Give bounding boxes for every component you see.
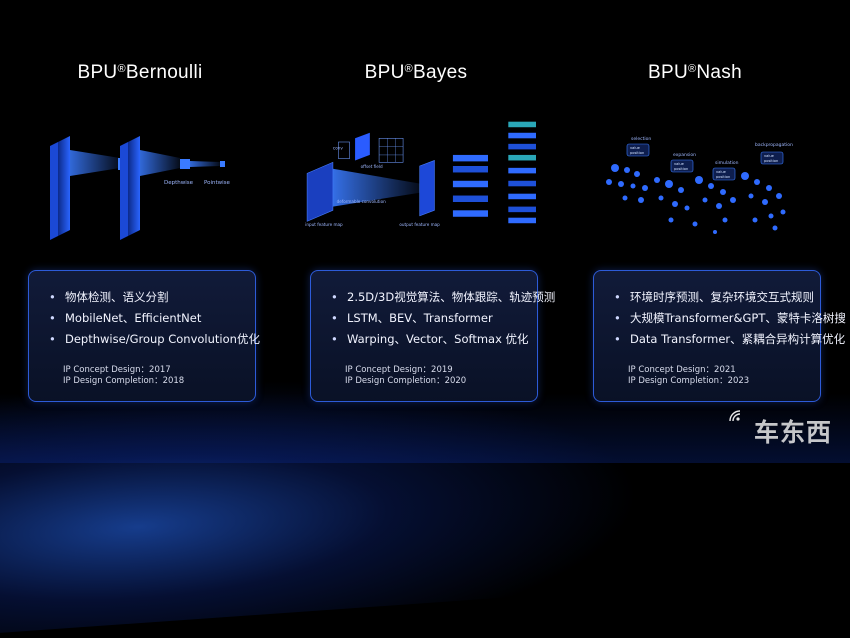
concept-date: IP Concept Design：2021 <box>628 365 736 375</box>
feature-item: Data Transformer、紧耦合异构计算优化 <box>614 329 845 350</box>
input-slab-1 <box>58 136 70 236</box>
label-depthwise: Depthwise <box>164 180 194 186</box>
bernoulli-card: 物体检测、语义分割 MobileNet、EfficientNet Depthwi… <box>28 270 260 402</box>
column-title: BPU®Nash <box>575 62 815 84</box>
feature-list: 环境时序预测、复杂环境交互式规则 大规模Transformer&GPT、蒙特卡洛… <box>594 271 846 350</box>
title-prefix: BPU <box>364 62 405 83</box>
title-name: Nash <box>696 62 742 83</box>
design-dates: IP Concept Design：2021 IP Design Complet… <box>628 365 749 387</box>
column-title: BPU®Bayes <box>296 62 536 84</box>
projection-beam-3 <box>190 161 220 167</box>
feature-item: Depthwise/Group Convolution优化 <box>49 329 260 350</box>
label-input-map: input feature map <box>305 222 343 227</box>
concept-date: IP Concept Design：2017 <box>63 365 171 375</box>
column-title: BPU®Bernoulli <box>20 62 260 84</box>
input-slab-1-side <box>50 142 58 240</box>
projection-beam-2 <box>140 150 180 176</box>
registered-mark: ® <box>688 63 697 75</box>
svg-text:position: position <box>630 151 644 155</box>
svg-text:position: position <box>674 167 688 171</box>
bayes-card: 2.5D/3D视觉算法、物体跟踪、轨迹预测 LSTM、BEV、Transform… <box>310 270 555 402</box>
watermark-logo: 车东西 <box>753 418 832 447</box>
feature-list: 物体检测、语义分割 MobileNet、EfficientNet Depthwi… <box>29 271 260 350</box>
label-offset-field: offset field <box>361 164 383 169</box>
label-deformable: deformable convolution <box>337 199 387 204</box>
design-dates: IP Concept Design：2017 IP Design Complet… <box>63 365 184 387</box>
offset-field-slab <box>355 132 370 161</box>
label-output-map: output feature map <box>399 222 440 227</box>
nash-card: 环境时序预测、复杂环境交互式规则 大规模Transformer&GPT、蒙特卡洛… <box>593 270 846 402</box>
label-pointwise: Pointwise <box>204 180 231 186</box>
signal-icon <box>729 410 741 422</box>
transformer-stack-right <box>508 121 536 224</box>
output-feature-map <box>419 160 435 217</box>
feature-item: LSTM、BEV、Transformer <box>331 308 537 329</box>
label-expansion: expansion <box>673 152 696 158</box>
bayes-diagram: conv offset field deformable convolution… <box>305 121 536 227</box>
offset-grid <box>378 138 404 163</box>
pointwise-block <box>220 161 225 167</box>
feature-item: 大规模Transformer&GPT、蒙特卡洛树搜 <box>614 308 846 329</box>
registered-mark: ® <box>404 63 414 75</box>
label-selection: selection <box>631 136 651 142</box>
title-name: Bayes <box>413 62 468 83</box>
svg-text:position: position <box>716 175 730 179</box>
title-name: Bernoulli <box>125 62 203 83</box>
svg-text:value: value <box>716 170 727 174</box>
depthwise-block <box>180 159 190 169</box>
registered-mark: ® <box>117 63 126 75</box>
projection-beam-1 <box>70 150 120 176</box>
label-simulation: simulation <box>715 160 739 166</box>
title-prefix: BPU <box>77 62 118 83</box>
feature-item: 环境时序预测、复杂环境交互式规则 <box>614 287 820 308</box>
input-slab-2 <box>128 136 140 236</box>
svg-text:value: value <box>674 162 685 166</box>
title-prefix: BPU <box>648 62 688 83</box>
input-feature-map <box>306 161 334 222</box>
completion-date: IP Design Completion：2018 <box>63 376 185 386</box>
completion-date: IP Design Completion：2020 <box>345 376 467 386</box>
transformer-stack-left <box>452 154 488 217</box>
completion-date: IP Design Completion：2023 <box>628 376 750 386</box>
feature-item: 物体检测、语义分割 <box>49 287 255 308</box>
tree-nodes <box>606 164 786 234</box>
feature-item: 2.5D/3D视觉算法、物体跟踪、轨迹预测 <box>331 287 555 308</box>
input-slab-2-side <box>120 142 128 240</box>
svg-text:value: value <box>764 154 775 158</box>
design-dates: IP Concept Design：2019 IP Design Complet… <box>345 365 466 387</box>
svg-text:value: value <box>630 146 641 150</box>
feature-list: 2.5D/3D视觉算法、物体跟踪、轨迹预测 LSTM、BEV、Transform… <box>311 271 555 350</box>
bernoulli-diagram: Depthwise Pointwise <box>50 136 231 240</box>
label-conv: conv <box>333 145 343 150</box>
conv-beam <box>332 168 426 207</box>
background-glow-bottom <box>0 393 850 463</box>
label-backpropagation: backpropagation <box>755 142 793 148</box>
value-boxes <box>626 143 784 181</box>
concept-date: IP Concept Design：2019 <box>345 365 453 375</box>
conv-box <box>338 141 350 159</box>
feature-item: Warping、Vector、Softmax 优化 <box>331 329 537 350</box>
svg-text:position: position <box>764 159 778 163</box>
feature-item: MobileNet、EfficientNet <box>49 308 255 329</box>
